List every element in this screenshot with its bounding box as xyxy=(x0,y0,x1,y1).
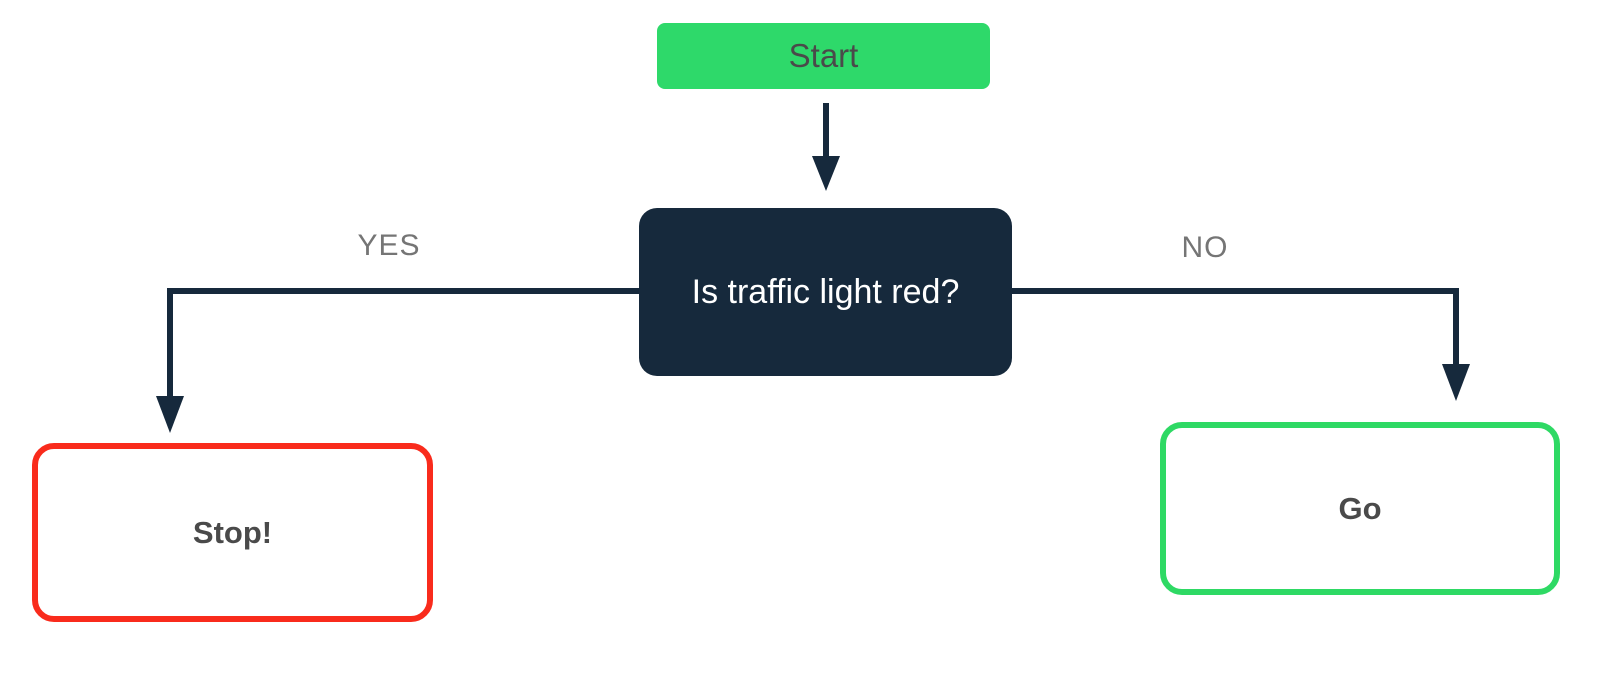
yes-branch-label: YES xyxy=(357,229,421,262)
go-node: Go xyxy=(1160,422,1560,595)
no-branch-label: NO xyxy=(1181,231,1229,264)
stop-node-label: Stop! xyxy=(192,514,273,550)
start-node-label: Start xyxy=(788,37,859,74)
decision-node: Is traffic light red? xyxy=(639,208,1012,376)
edge-decision-to-go xyxy=(1012,288,1470,401)
start-node: Start xyxy=(657,23,990,89)
edge-decision-to-stop xyxy=(156,288,639,433)
go-node-label: Go xyxy=(1338,490,1382,526)
decision-node-label: Is traffic light red? xyxy=(691,272,960,311)
edge-start-to-decision xyxy=(812,103,840,191)
stop-node: Stop! xyxy=(32,443,433,622)
